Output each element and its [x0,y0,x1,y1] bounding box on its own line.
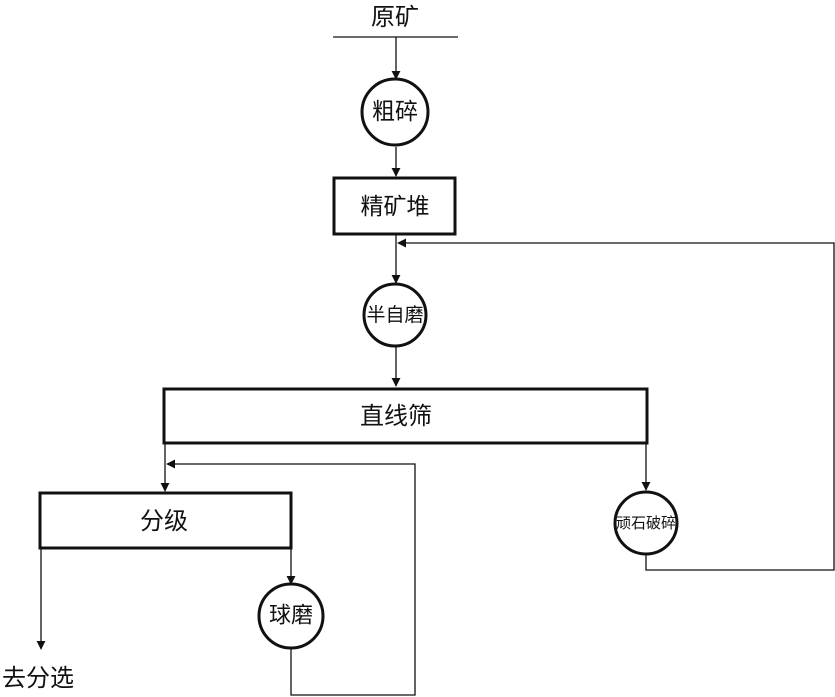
stockpile-label: 精矿堆 [361,194,430,220]
flow-connectors [36,36,835,696]
stockpile-box [332,176,457,236]
pebble-crushing-label: 顽石破碎 [616,514,676,532]
linear-screen-box [162,387,649,445]
coarse-crushing-node: 粗碎 [360,77,430,147]
pebble-crushing-node: 顽石破碎 [613,490,679,556]
linear-screen-label: 直线筛 [360,402,432,430]
classification-label: 分级 [140,507,188,535]
raw-ore-label: 原矿 [371,3,419,31]
pebble-crushing-circle [613,490,679,556]
ball-mill-label: 球磨 [269,604,313,629]
classification-box [38,491,293,550]
sag-mill-circle [362,282,428,348]
classification-node: 分级 [38,491,293,550]
linear-screen-node: 直线筛 [162,387,649,445]
ball-mill-circle [257,582,325,650]
arrow-ball-recycle [166,459,416,696]
sag-mill-label: 半自磨 [366,304,423,326]
stockpile-node: 精矿堆 [332,176,457,236]
to-separation-label: 去分选 [2,664,74,692]
coarse-crushing-label: 粗碎 [372,99,418,125]
coarse-crushing-circle [360,77,430,147]
arrow-pebble-recycle [397,238,835,571]
sag-mill-node: 半自磨 [362,282,428,348]
ball-mill-node: 球磨 [257,582,325,650]
